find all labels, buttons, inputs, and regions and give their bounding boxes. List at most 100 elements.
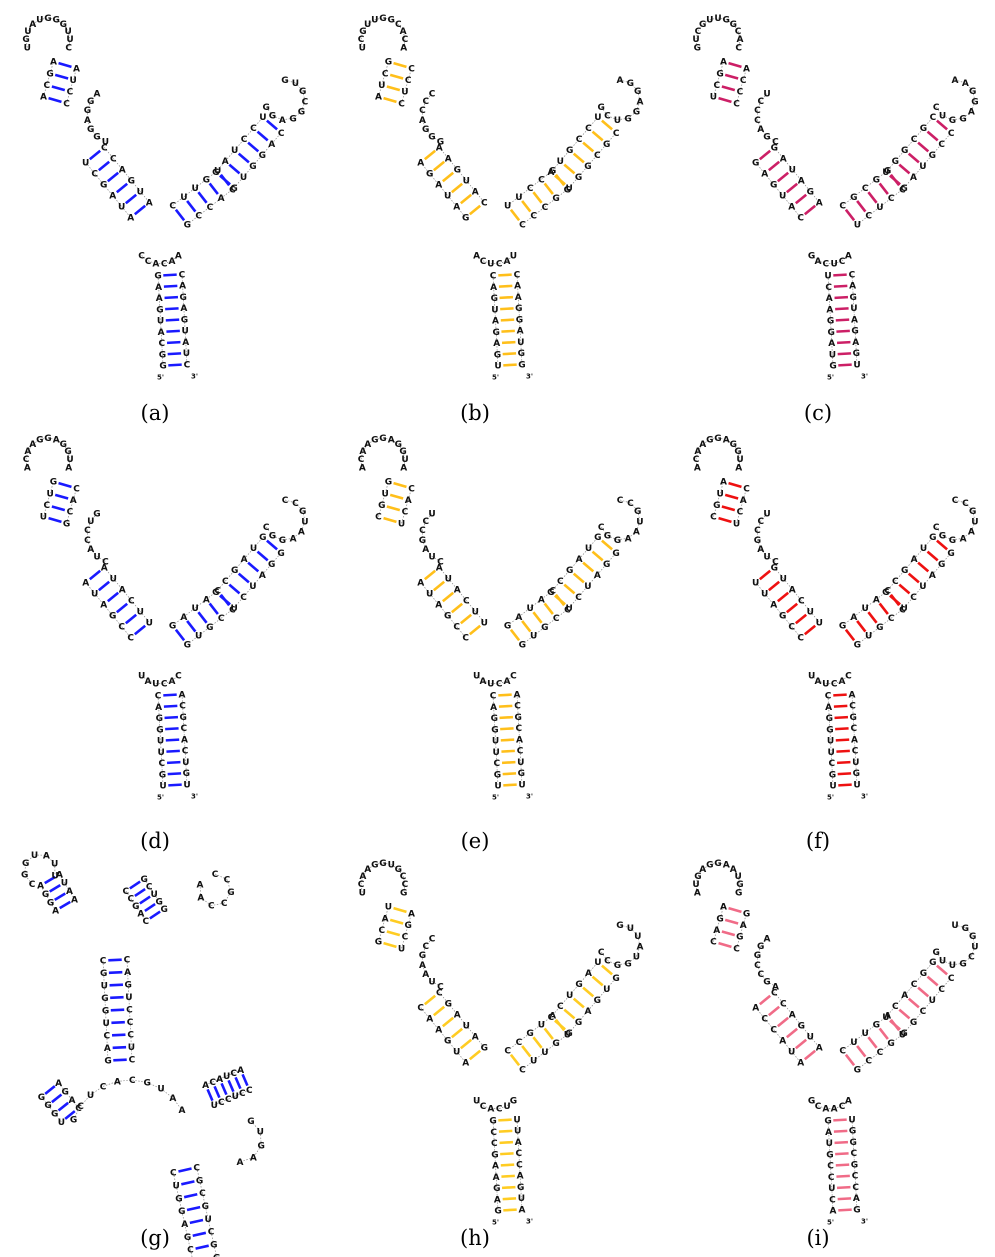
nucleotide: U (850, 1038, 857, 1048)
nucleotide: G (51, 1110, 58, 1120)
nucleotide: A (911, 555, 918, 565)
base-pair-bond (724, 73, 739, 80)
base-pair-bond (109, 983, 124, 987)
base-pair-bond (241, 1073, 249, 1087)
nucleotide: G (445, 999, 452, 1009)
nucleotide: G (481, 1043, 488, 1053)
base-pair-bond (186, 200, 197, 213)
three-prime-end: 3' (526, 792, 533, 800)
nucleotide: A (504, 677, 511, 687)
nucleotide: A (585, 969, 592, 979)
panel-label: (h) (460, 1226, 490, 1250)
nucleotide: G (566, 566, 573, 576)
base-pair-bond (393, 481, 407, 489)
nucleotide: U (824, 272, 831, 282)
nucleotide: A (181, 1220, 188, 1230)
nucleotide: G (489, 1117, 496, 1127)
nucleotide: C (212, 870, 219, 880)
nucleotide: G (491, 1150, 498, 1160)
nucleotide: C (91, 170, 98, 180)
nucleotide: A (104, 1044, 111, 1054)
nucleotide: C (910, 593, 917, 603)
nucleotide: A (178, 1106, 185, 1116)
nucleotide: U (503, 1102, 510, 1112)
nucleotide: G (752, 159, 759, 169)
nucleotide: U (491, 305, 498, 315)
base-pair-bond (500, 738, 515, 742)
nucleotide: G (494, 1207, 501, 1217)
nucleotide: G (826, 714, 833, 724)
base-pair-bond (563, 583, 576, 595)
nucleotide: U (494, 782, 501, 792)
nucleotide: A (422, 545, 429, 555)
base-pair-bond (64, 1110, 76, 1120)
nucleotide: C (737, 508, 744, 518)
base-pair-bond (721, 85, 736, 92)
nucleotide: A (713, 926, 720, 936)
nucleotide: G (44, 1101, 51, 1111)
nucleotide: A (761, 170, 768, 180)
base-pair-bond (111, 1033, 126, 1037)
nucleotide: C (788, 623, 795, 633)
base-pair-bond (165, 307, 179, 311)
nucleotide: C (278, 129, 285, 139)
nucleotide: U (36, 16, 43, 26)
nucleotide: G (84, 106, 91, 116)
nucleotide: G (159, 770, 166, 780)
base-pair-bond (803, 1049, 817, 1061)
nucleotide: U (24, 44, 31, 54)
base-pair-bond (836, 760, 851, 765)
base-pair-bond (917, 561, 930, 573)
nucleotide: A (179, 282, 186, 292)
nucleotide: C (358, 880, 365, 890)
nucleotide: A (743, 64, 750, 74)
nucleotide: C (899, 185, 906, 195)
base-pair-bond (206, 1088, 214, 1102)
nucleotide: A (849, 282, 856, 292)
base-pair-bond (227, 1079, 235, 1093)
nucleotide: U (428, 510, 435, 520)
nucleotide: C (84, 526, 91, 536)
nucleotide: G (426, 170, 433, 180)
nucleotide: U (752, 579, 759, 589)
base-pair-bond (115, 602, 129, 614)
nucleotide: A (850, 613, 857, 623)
nucleotide: U (259, 113, 266, 123)
nucleotide: C (429, 90, 436, 100)
nucleotide: G (564, 185, 571, 195)
nucleotide: C (490, 1128, 497, 1138)
base-pair-bond (220, 1082, 228, 1096)
nucleotide: A (516, 735, 523, 745)
nucleotide: A (454, 1010, 461, 1020)
nucleotide: U (214, 167, 221, 177)
nucleotide: A (101, 563, 108, 573)
nucleotide: A (873, 595, 880, 605)
nucleotide: U (401, 88, 408, 98)
nucleotide: C (797, 634, 804, 644)
nucleotide: A (222, 157, 229, 167)
nucleotide: U (481, 618, 488, 628)
nucleotide: C (740, 76, 747, 86)
nucleotide: C (138, 251, 145, 261)
nucleotide: C (402, 508, 409, 518)
nucleotide: G (259, 151, 266, 161)
nucleotide: U (93, 552, 100, 562)
base-pair-bond (166, 760, 181, 765)
nucleotide: C (862, 184, 869, 194)
nucleotide: C (480, 1102, 487, 1112)
nucleotide: G (969, 87, 976, 97)
nucleotide: G (938, 560, 945, 570)
base-pair-bond (110, 995, 124, 1000)
nucleotide: A (50, 58, 57, 68)
nucleotide: A (100, 601, 107, 611)
